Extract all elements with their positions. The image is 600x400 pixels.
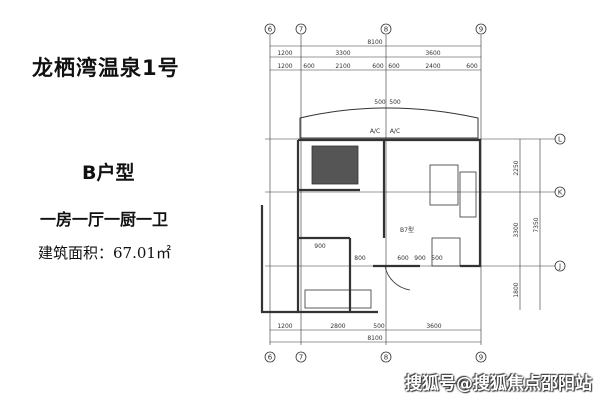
dim-label: 600: [303, 63, 315, 70]
dim-label: 900: [414, 255, 426, 262]
dim-label: 2100: [335, 63, 350, 70]
sofa: [459, 171, 477, 218]
walls: [260, 138, 482, 314]
dim-label: 8100: [367, 39, 382, 46]
dim-label: 600: [466, 63, 478, 70]
watermark: 搜狐号@搜狐焦点邵阳站: [405, 374, 592, 394]
axis-label: K: [558, 189, 563, 197]
balcony: [299, 107, 479, 139]
dim-label: 1200: [277, 323, 292, 330]
dim-label: 500: [373, 323, 385, 330]
dim-label: 1800: [513, 282, 520, 297]
unit-area: 建筑面积：67.01㎡: [38, 244, 171, 262]
axis-label: J: [558, 263, 561, 271]
axis-label: 9: [479, 26, 483, 34]
dining-table: [431, 237, 461, 267]
dim-label: 500: [431, 255, 443, 262]
dim-label: 3600: [426, 323, 441, 330]
axis-label: 9: [479, 354, 483, 362]
unit-layout: 一房一厅一厨一卫: [40, 210, 169, 229]
dim-label: 3600: [425, 50, 440, 57]
door-swing: [384, 265, 411, 291]
axis-label: 7: [299, 26, 303, 34]
coffee-table: [429, 164, 459, 206]
dim-label: 1200: [277, 63, 292, 70]
dim-label: 900: [314, 243, 326, 250]
dim-label: 3300: [513, 222, 520, 237]
dim-label: 1200: [277, 50, 292, 57]
dimension-lines: [270, 45, 541, 343]
project-title: 龙栖湾温泉1号: [32, 56, 180, 80]
dim-label: 2250: [513, 160, 520, 175]
axis-label: 6: [268, 354, 273, 362]
dim-label: 2400: [425, 63, 440, 70]
axis-label: L: [558, 136, 562, 144]
axis-label: 7: [299, 354, 303, 362]
dim-label: 800: [354, 255, 366, 262]
dim-label: 500: [374, 99, 386, 106]
dim-label: 600: [397, 255, 409, 262]
ac-label: A/C: [390, 128, 400, 135]
dim-label: 500: [389, 99, 401, 106]
axis-label: 8: [384, 354, 388, 362]
room-label: B7型: [400, 226, 414, 234]
kitchen-counter: [304, 289, 372, 309]
dim-label: 600: [372, 63, 384, 70]
dim-label: 600: [388, 63, 400, 70]
dim-label: 8100: [367, 335, 382, 342]
unit-type: B户型: [82, 162, 135, 184]
dim-label: 7350: [533, 217, 540, 232]
dim-label: 2800: [330, 323, 345, 330]
axis-markers: [264, 23, 566, 363]
axis-label: 6: [268, 26, 273, 34]
dim-label: 3300: [335, 50, 350, 57]
bed: [311, 145, 359, 185]
axis-label: 8: [384, 26, 388, 34]
ac-label: A/C: [370, 128, 380, 135]
